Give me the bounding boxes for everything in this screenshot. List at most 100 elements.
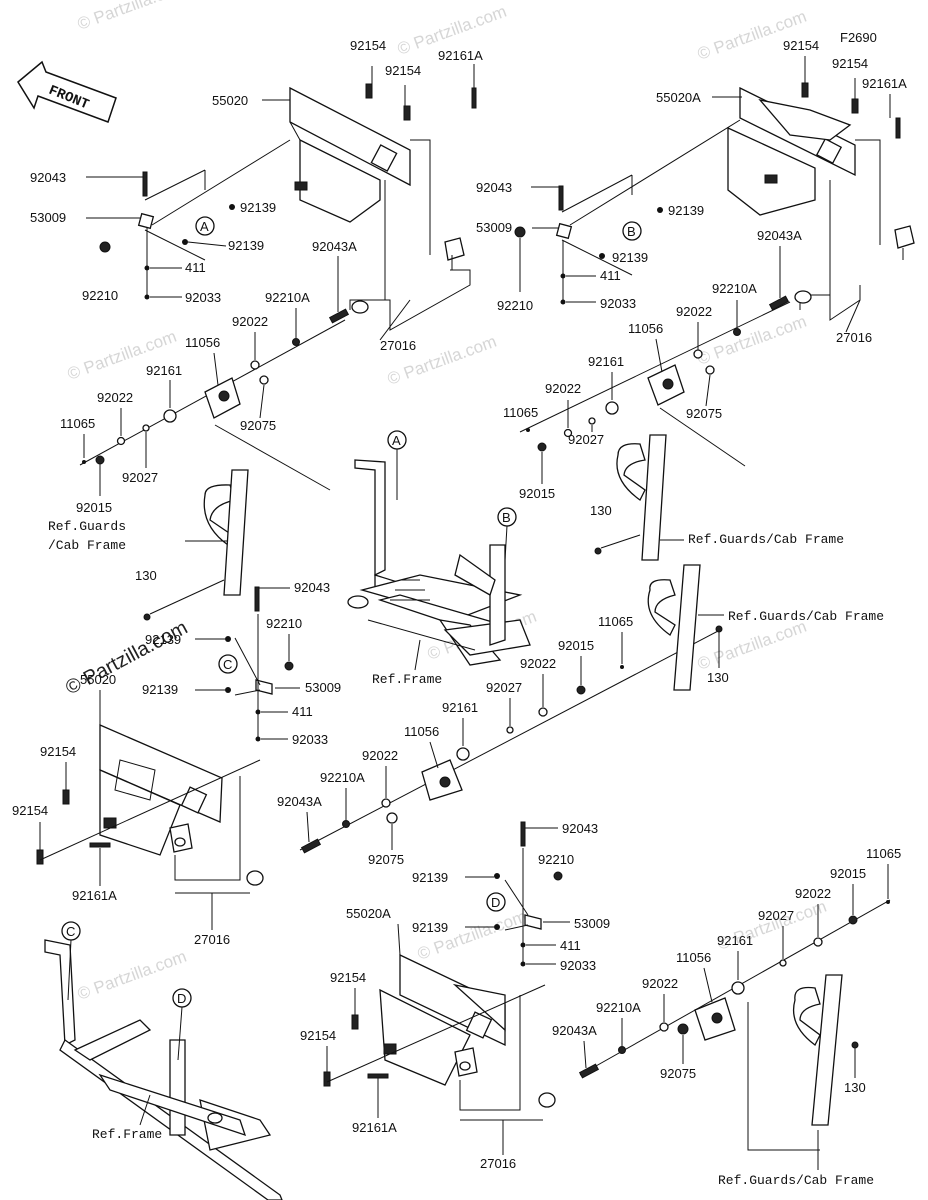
label-labels-p11065: 11065 xyxy=(866,846,901,861)
label-labels-p92043: 92043 xyxy=(476,180,512,195)
frame-bottom-left: C D Ref.Frame xyxy=(44,921,283,1200)
frame-center: A B Ref.Frame xyxy=(347,430,531,687)
diagram-code: F2690 xyxy=(840,30,877,45)
watermarks: © Partzilla.com © Partzilla.com © Partzi… xyxy=(65,0,829,1004)
label-labels-p11065: 11065 xyxy=(598,614,633,629)
label-labels-p92033: 92033 xyxy=(185,290,221,305)
bracket-11056 xyxy=(421,759,463,801)
label-labels-p92139: 92139 xyxy=(612,250,648,265)
callout-d: D xyxy=(177,991,186,1006)
label-labels-p55020a: 55020A xyxy=(346,906,391,921)
label-labels-p92015: 92015 xyxy=(830,866,866,881)
housing-55020-b xyxy=(99,724,223,856)
label-labels-p92075: 92075 xyxy=(686,406,722,421)
bracket-11056 xyxy=(647,364,685,406)
label-labels-p92139: 92139 xyxy=(142,682,178,697)
label-labels-ref_guards_2line_a: Ref.Guards xyxy=(48,519,126,534)
label-labels-ref_guards: Ref.Guards/Cab Frame xyxy=(718,1173,874,1188)
label-labels-p411: 411 xyxy=(560,938,581,953)
label-labels-p53009: 53009 xyxy=(574,916,610,931)
label-labels-p92161: 92161 xyxy=(442,700,478,715)
assembly-top-left: 92154 92154 92161A 55020 92043 53009 921… xyxy=(30,38,483,621)
label-labels-p92075: 92075 xyxy=(660,1066,696,1081)
callout-d: D xyxy=(491,895,500,910)
label-labels-p92022: 92022 xyxy=(795,886,831,901)
assembly-mid-left: 55020 92154 92154 92161A 92043 53009 922… xyxy=(12,580,341,947)
label-labels-p92154: 92154 xyxy=(12,803,48,818)
label-labels-p27016: 27016 xyxy=(194,932,230,947)
guard-left xyxy=(203,469,249,596)
label-labels-p92022: 92022 xyxy=(642,976,678,991)
callout-a: A xyxy=(392,433,401,448)
label-labels-ref_frame: Ref.Frame xyxy=(372,672,442,687)
label-labels-p92210: 92210 xyxy=(82,288,118,303)
label-labels-p130: 130 xyxy=(590,503,612,518)
label-labels-ref_guards: Ref.Guards/Cab Frame xyxy=(728,609,884,624)
callout-c: C xyxy=(223,657,232,672)
label-labels-p92043a: 92043A xyxy=(277,794,322,809)
label-labels-p92015: 92015 xyxy=(558,638,594,653)
label-labels-p92139: 92139 xyxy=(412,870,448,885)
label-labels-p92139: 92139 xyxy=(668,203,704,218)
label-labels-p92210a: 92210A xyxy=(712,281,757,296)
label-labels-p11065: 11065 xyxy=(503,405,538,420)
label-labels-p92033: 92033 xyxy=(560,958,596,973)
callout-b: B xyxy=(627,224,636,239)
label-labels-p130: 130 xyxy=(707,670,729,685)
guard-right xyxy=(616,434,667,561)
label-labels-p55020: 55020 xyxy=(212,93,248,108)
label-labels-p92043: 92043 xyxy=(562,821,598,836)
label-labels-p92015: 92015 xyxy=(76,500,112,515)
label-labels-p411: 411 xyxy=(600,268,621,283)
callout-b: B xyxy=(502,510,511,525)
label-labels-p92154: 92154 xyxy=(300,1028,336,1043)
housing-55020A-b xyxy=(379,953,506,1086)
label-labels-p92022: 92022 xyxy=(545,381,581,396)
label-labels-p27016: 27016 xyxy=(836,330,872,345)
bolt-line-mid: 92043A 92210A 92022 92075 11056 92161 92… xyxy=(277,564,884,867)
label-labels-p92161a: 92161A xyxy=(352,1120,397,1135)
label-labels-p11056: 11056 xyxy=(404,724,439,739)
label-labels-p92161: 92161 xyxy=(588,354,624,369)
guard-mid-right xyxy=(647,564,701,691)
label-labels-p92161a: 92161A xyxy=(438,48,483,63)
label-labels-p92043: 92043 xyxy=(30,170,66,185)
label-labels-p11065: 11065 xyxy=(60,416,95,431)
label-labels-p11056: 11056 xyxy=(628,321,663,336)
label-labels-p130: 130 xyxy=(135,568,157,583)
label-labels-p55020a: 55020A xyxy=(656,90,701,105)
bracket-11056 xyxy=(204,377,241,419)
label-labels-p92033: 92033 xyxy=(292,732,328,747)
label-watermark: © Partzilla.com xyxy=(75,947,189,1004)
screw-92154 xyxy=(365,83,373,99)
label-labels-p92161a: 92161A xyxy=(862,76,907,91)
label-labels-p92033: 92033 xyxy=(600,296,636,311)
assembly-bottom-right: 55020A 92154 92154 92161A 92043 53009 92… xyxy=(300,821,901,1188)
label-labels-p92027: 92027 xyxy=(568,432,604,447)
label-labels-p92161: 92161 xyxy=(146,363,182,378)
label-labels-p92027: 92027 xyxy=(122,470,158,485)
label-labels-ref_guards_2line_b: /Cab Frame xyxy=(48,538,126,553)
assembly-top-right: 55020A 92154 92154 92161A 92043 53009 92… xyxy=(476,38,915,561)
screw-92154 xyxy=(403,105,411,121)
label-labels-p53009: 53009 xyxy=(305,680,341,695)
label-watermark: © Partzilla.com xyxy=(695,617,809,674)
label-labels-p92022: 92022 xyxy=(362,748,398,763)
label-labels-p92043a: 92043A xyxy=(312,239,357,254)
label-labels-p92139: 92139 xyxy=(412,920,448,935)
label-labels-p92015: 92015 xyxy=(519,486,555,501)
label-labels-p92027: 92027 xyxy=(758,908,794,923)
bracket-11056 xyxy=(694,997,736,1041)
label-labels-p130: 130 xyxy=(844,1080,866,1095)
label-labels-p92154: 92154 xyxy=(832,56,868,71)
label-labels-p92154: 92154 xyxy=(385,63,421,78)
label-labels-p11056: 11056 xyxy=(676,950,711,965)
label-labels-p11056: 11056 xyxy=(185,335,220,350)
label-labels-p53009: 53009 xyxy=(476,220,512,235)
label-labels-p92154: 92154 xyxy=(330,970,366,985)
label-labels-p92075: 92075 xyxy=(240,418,276,433)
label-labels-p92075: 92075 xyxy=(368,852,404,867)
label-labels-p411: 411 xyxy=(185,260,206,275)
